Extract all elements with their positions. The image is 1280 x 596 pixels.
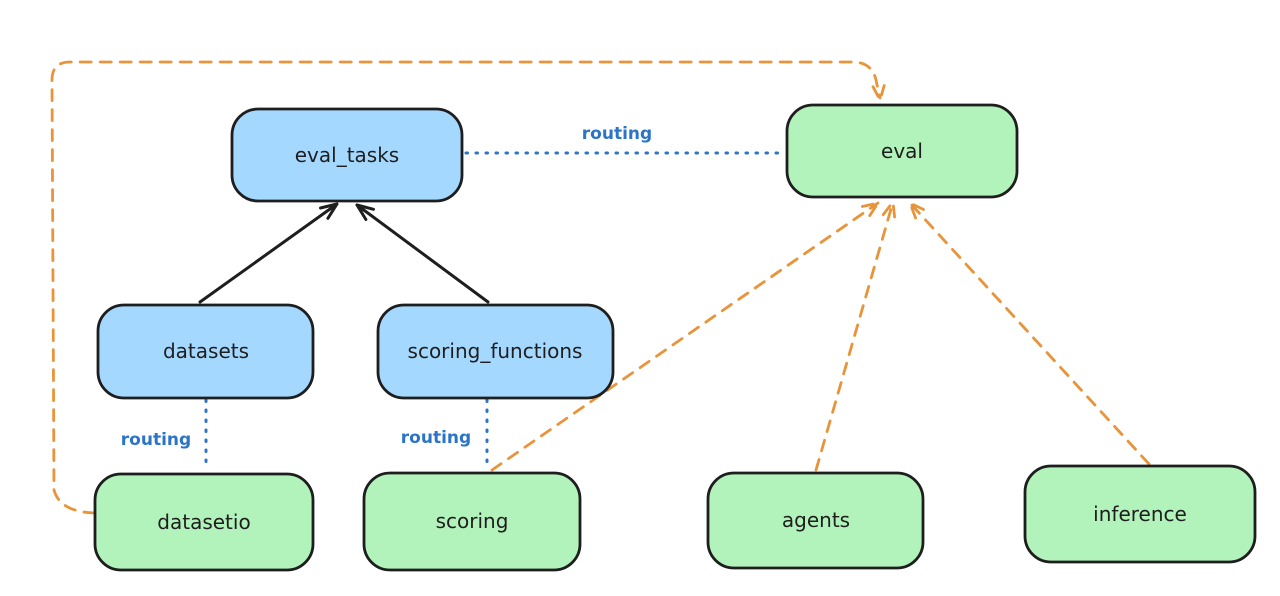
node-eval-tasks-label: eval_tasks <box>295 143 399 167</box>
edge-datasetio-to-eval <box>50 60 886 515</box>
node-scoring: scoring <box>362 471 582 572</box>
edge-label-routing-datasets-datasetio: routing <box>121 430 191 450</box>
node-agents-box <box>706 471 925 570</box>
node-eval-tasks: eval_tasks <box>230 107 464 203</box>
edge-label-routing-scoring-functions-scoring: routing <box>401 428 471 448</box>
edge-scoring-to-eval <box>490 201 880 472</box>
node-scoring-label: scoring <box>436 509 509 533</box>
node-agents-label: agents <box>782 508 850 532</box>
node-eval: eval <box>785 103 1019 199</box>
node-scoring-functions-box <box>376 303 615 400</box>
node-inference-label: inference <box>1093 502 1187 526</box>
edge-agents-to-eval <box>814 200 897 472</box>
node-scoring-functions-label: scoring_functions <box>408 339 583 363</box>
edge-scoring-functions-to-eval-tasks <box>355 203 490 304</box>
node-datasets-box <box>96 303 315 400</box>
edge-inference-to-eval <box>908 201 1151 466</box>
node-agents: agents <box>706 471 925 570</box>
node-datasetio-box <box>93 472 315 572</box>
node-datasetio: datasetio <box>93 472 315 572</box>
edge-label-routing-eval-tasks-eval: routing <box>582 124 652 144</box>
node-scoring-box <box>362 471 582 572</box>
node-datasets: datasets <box>96 303 315 400</box>
node-inference: inference <box>1023 464 1257 564</box>
edges <box>50 60 1151 515</box>
edge-datasets-to-eval-tasks <box>198 202 339 304</box>
node-datasets-label: datasets <box>163 339 249 363</box>
node-eval-label: eval <box>881 139 923 163</box>
node-datasetio-label: datasetio <box>157 510 250 534</box>
node-eval-box <box>785 103 1019 199</box>
node-inference-box <box>1023 464 1257 564</box>
node-eval-tasks-box <box>230 107 464 203</box>
node-scoring-functions: scoring_functions <box>376 303 615 400</box>
